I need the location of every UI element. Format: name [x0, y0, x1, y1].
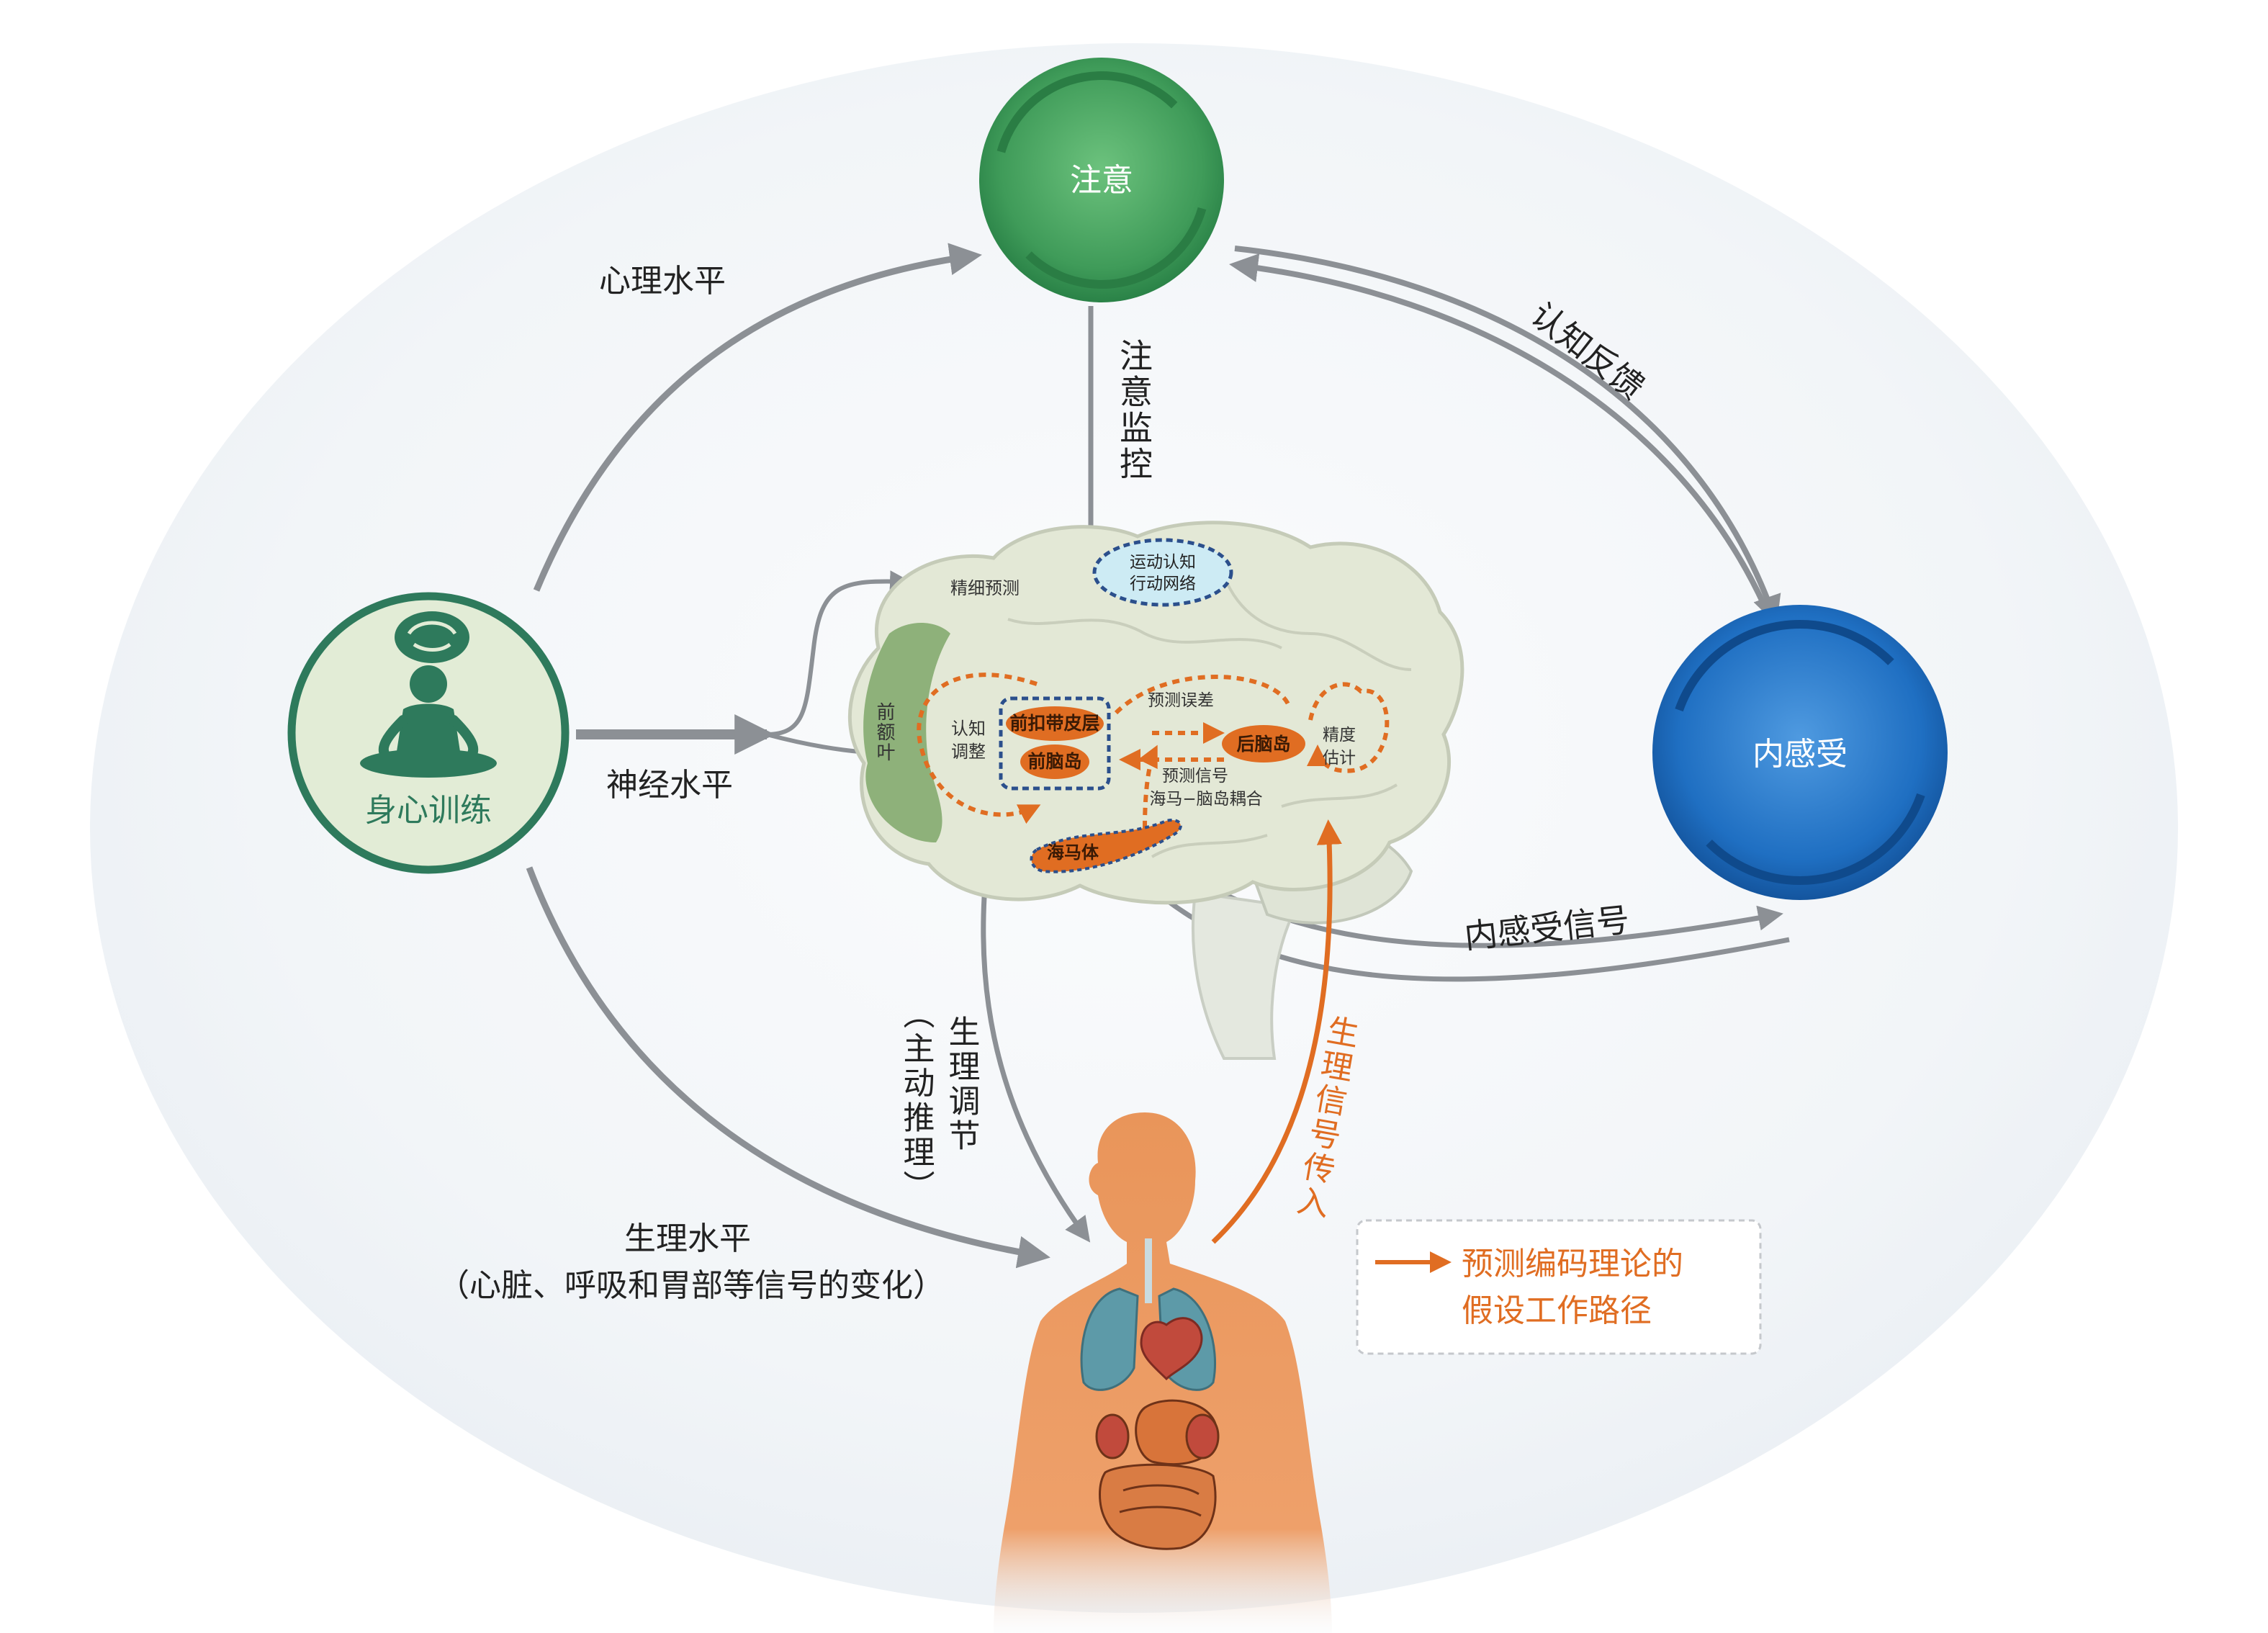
hippocampus-label: 海马体: [1047, 842, 1099, 863]
prefrontal-region: [863, 623, 950, 842]
mind-brain-icon: [395, 611, 469, 663]
left-lung: [1080, 1287, 1139, 1391]
posterior-insula-node: [1222, 725, 1305, 762]
meditating-person-icon: [360, 665, 497, 778]
psychological-arrow: [533, 243, 982, 592]
training-node: 身心训练: [287, 592, 570, 874]
cognitive-adjust-label-1: 认知: [951, 719, 986, 739]
heart: [1140, 1317, 1203, 1381]
precision-label-1: 精度: [1323, 726, 1356, 744]
hippo-insula-label: 海马−脑岛耦合: [1149, 790, 1262, 809]
human-body: [994, 1112, 1332, 1633]
gyrus-line: [1223, 575, 1412, 671]
posterior-insula-label: 后脑岛: [1236, 734, 1290, 755]
training-label: 身心训练: [365, 792, 492, 829]
interoception-node: 内感受: [1652, 605, 1948, 900]
psychological-label: 心理水平: [599, 263, 726, 300]
cognitive-adjust-loop: [917, 672, 1041, 824]
prediction-error-label: 预测误差: [1148, 691, 1214, 710]
attention-circle: [979, 58, 1224, 302]
motor-cognitive-label-1: 运动认知: [1130, 553, 1196, 572]
precision-loop: [1307, 682, 1390, 773]
legend-line-2: 假设工作路径: [1462, 1292, 1652, 1329]
cognitive-feedback-arrow-up: [1229, 253, 1767, 606]
attention-label: 注意: [1070, 162, 1133, 199]
motor-cognitive-network-bubble: [1092, 538, 1233, 607]
right-kidney: [1185, 1413, 1220, 1459]
left-kidney: [1095, 1413, 1130, 1459]
physiological-arrow: [526, 866, 1050, 1269]
brainstem: [1191, 891, 1299, 1060]
hippocampus-node: [1030, 819, 1182, 873]
physio-regulation-label-2: （主动推理）: [898, 997, 935, 1205]
motor-cognitive-label-2: 行动网络: [1130, 575, 1196, 593]
prediction-error-path: [1114, 675, 1291, 715]
physio-signal-input-arrow: [1211, 819, 1342, 1244]
acc-insula-box: [999, 696, 1111, 791]
gyrus-line: [1007, 618, 1282, 649]
anterior-insula-node: [1020, 744, 1089, 779]
gyrus-line: [1151, 834, 1268, 858]
legend-line-1: 预测编码理论的: [1462, 1246, 1683, 1282]
fine-prediction-label: 精细预测: [950, 578, 1020, 598]
gyrus-line: [1281, 783, 1398, 808]
acc-node: [1006, 706, 1104, 741]
anterior-insula-label: 前脑岛: [1027, 751, 1081, 772]
prefrontal-label: 前额叶: [873, 702, 895, 762]
precision-label-2: 估计: [1323, 749, 1356, 768]
interoception-circle: [1652, 605, 1948, 900]
attention-cycle-ring: [993, 71, 1210, 289]
interoception-cycle-ring: [1668, 620, 1932, 885]
interoceptive-signal-arrow-in: [1109, 845, 1790, 982]
neural-label: 神经水平: [606, 767, 733, 804]
neural-branch-up: [766, 570, 912, 737]
cognitive-adjust-label-2: 调整: [951, 742, 986, 762]
attention-monitoring-label: 注意监控: [1115, 338, 1153, 482]
physiological-label-2: （心脏、呼吸和胃部等信号的变化）: [438, 1267, 945, 1304]
prediction-signal-label: 预测信号: [1162, 767, 1228, 786]
cerebrum: [847, 521, 1464, 905]
interoception-label: 内感受: [1752, 736, 1848, 773]
attention-node: 注意: [979, 58, 1224, 302]
intestines: [1099, 1463, 1217, 1550]
physio-regulation-label-1: 生理调节: [943, 1015, 980, 1153]
brain: [847, 521, 1464, 1060]
physiological-label-1: 生理水平: [624, 1220, 751, 1257]
cognitive-feedback-arrow-down: [1234, 246, 1781, 625]
acc-label: 前扣带皮层: [1009, 713, 1099, 734]
legend: 预测编码理论的 假设工作路径: [1356, 1219, 1762, 1355]
legend-box: [1356, 1219, 1762, 1355]
